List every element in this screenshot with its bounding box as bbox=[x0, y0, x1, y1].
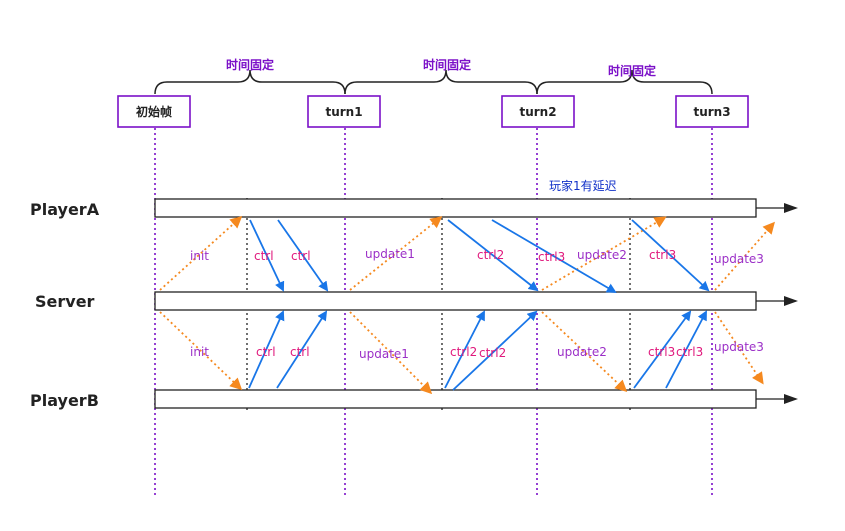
turn-label-initial: 初始帧 bbox=[136, 104, 172, 119]
turn-box-3 bbox=[675, 95, 749, 128]
ctrl3-arrow-b1 bbox=[633, 310, 692, 389]
brace-label-3: 时间固定 bbox=[608, 63, 656, 78]
brace-3 bbox=[536, 69, 713, 95]
ctrl-label-top-1: ctrl bbox=[254, 249, 274, 263]
delay-note: 玩家1有延迟 bbox=[549, 178, 617, 193]
ctrl3-label-top-2: ctrl3 bbox=[649, 248, 676, 262]
update1-arrow-to-playera bbox=[349, 216, 443, 291]
update1-label-bottom: update1 bbox=[359, 347, 409, 361]
update3-arrow-to-playerb bbox=[714, 311, 764, 385]
timeline-bar-playera bbox=[154, 198, 757, 218]
ctrl-arrow-b1 bbox=[248, 310, 285, 389]
update1-arrow-to-playerb bbox=[349, 311, 433, 395]
update2-label-top: update2 bbox=[577, 248, 627, 262]
brace-1 bbox=[154, 69, 346, 95]
ctrl2-arrow-b2 bbox=[452, 310, 538, 391]
turn-box-2 bbox=[501, 95, 575, 128]
ctrl2-arrow-b1 bbox=[444, 310, 485, 389]
ctrl2-arrow-a bbox=[447, 219, 539, 292]
update2-label-bottom: update2 bbox=[557, 345, 607, 359]
player-label-playera: PlayerA bbox=[30, 200, 100, 219]
update2-arrow-to-playera bbox=[541, 216, 667, 291]
ctrl3-arrow-a1 bbox=[491, 219, 617, 294]
ctrl-label-bottom-1: ctrl bbox=[256, 345, 276, 359]
brace-label-1: 时间固定 bbox=[226, 57, 274, 72]
update1-label-top: update1 bbox=[365, 247, 415, 261]
ctrl-arrow-b2 bbox=[276, 310, 328, 389]
turn-label-3: turn3 bbox=[693, 105, 730, 119]
timeline-bar-server bbox=[154, 291, 757, 311]
ctrl2-label-bottom-2: ctrl2 bbox=[479, 346, 506, 360]
player-label-playerb: PlayerB bbox=[30, 391, 99, 410]
init-label-bottom: init bbox=[190, 345, 209, 359]
brace-2 bbox=[344, 69, 538, 95]
ctrl2-label-top: ctrl2 bbox=[477, 248, 504, 262]
update2-arrow-to-playerb bbox=[541, 311, 628, 393]
ctrl3-arrow-b2 bbox=[665, 310, 707, 389]
brace-label-2: 时间固定 bbox=[423, 57, 471, 72]
init-label-top: init bbox=[190, 249, 209, 263]
ctrl-arrow-a1 bbox=[249, 219, 285, 292]
ctrl-label-bottom-2: ctrl bbox=[290, 345, 310, 359]
turn-box-1 bbox=[307, 95, 381, 128]
ctrl3-label-bottom-2: ctrl3 bbox=[676, 345, 703, 359]
update3-label-top: update3 bbox=[714, 252, 764, 266]
ctrl-label-top-2: ctrl bbox=[291, 249, 311, 263]
turn-box-initial bbox=[117, 95, 191, 128]
ctrl3-label-bottom-1: ctrl3 bbox=[648, 345, 675, 359]
update3-label-bottom: update3 bbox=[714, 340, 764, 354]
timeline-bar-playerb bbox=[154, 389, 757, 409]
ctrl-arrow-a2 bbox=[277, 219, 329, 292]
player-label-server: Server bbox=[35, 292, 95, 311]
ctrl3-arrow-a2 bbox=[631, 219, 710, 292]
turn-label-2: turn2 bbox=[519, 105, 556, 119]
turn-label-1: turn1 bbox=[325, 105, 362, 119]
init-arrow-to-playerb bbox=[159, 311, 243, 391]
ctrl2-label-bottom-1: ctrl2 bbox=[450, 345, 477, 359]
ctrl3-label-top-1: ctrl3 bbox=[538, 250, 565, 264]
